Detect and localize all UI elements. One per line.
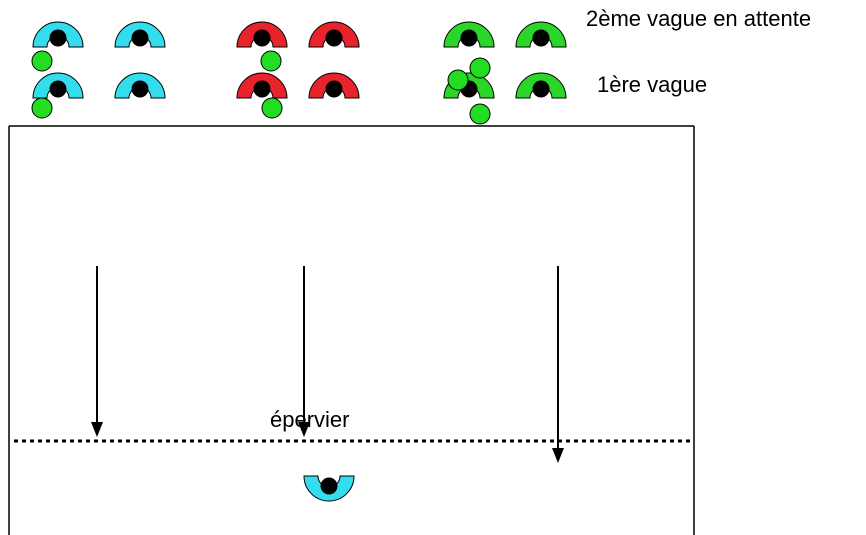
player-red-wave1-2: [308, 72, 360, 99]
first-wave-label: 1ère vague: [597, 72, 708, 97]
player-cyan-wave2-1: [32, 21, 84, 48]
ball-green-wave2-a: [469, 57, 491, 79]
player-head: [532, 29, 550, 47]
player-red-wave2-1: [236, 21, 288, 48]
run-arrow-green: [552, 266, 564, 463]
second-wave-label: 2ème vague en attente: [586, 6, 812, 31]
player-head: [253, 29, 271, 47]
player-red-wave2-2: [308, 21, 360, 48]
player-head: [131, 29, 149, 47]
player-head: [49, 29, 67, 47]
player-head: [253, 80, 271, 98]
run-arrow-cyan: [91, 266, 103, 437]
player-cyan-wave1-2: [114, 72, 166, 99]
ball-green-wave1: [469, 103, 491, 125]
player-cyan-wave2-2: [114, 21, 166, 48]
player-head: [320, 477, 338, 495]
ball-cyan-wave1: [31, 97, 53, 119]
player-green-wave2-1: [443, 21, 495, 48]
player-red-wave1-1: [236, 72, 288, 99]
ball-cyan-wave2: [31, 50, 53, 72]
playing-field: [8, 125, 695, 535]
run-arrow-red: [298, 266, 310, 437]
hawk-label: épervier: [270, 407, 350, 432]
ball-green-wave2-b: [447, 69, 469, 91]
player-cyan-wave1-1: [32, 72, 84, 99]
ball-red-wave1: [261, 97, 283, 119]
player-head: [325, 80, 343, 98]
player-head: [49, 80, 67, 98]
player-head: [460, 29, 478, 47]
player-green-wave1-2: [515, 72, 567, 99]
player-head: [532, 80, 550, 98]
ball-red-wave2: [260, 50, 282, 72]
run-arrows: [91, 266, 564, 463]
player-green-wave2-2: [515, 21, 567, 48]
players-group: [31, 21, 567, 502]
player-head: [325, 29, 343, 47]
hawk-player: [303, 475, 355, 502]
player-head: [131, 80, 149, 98]
